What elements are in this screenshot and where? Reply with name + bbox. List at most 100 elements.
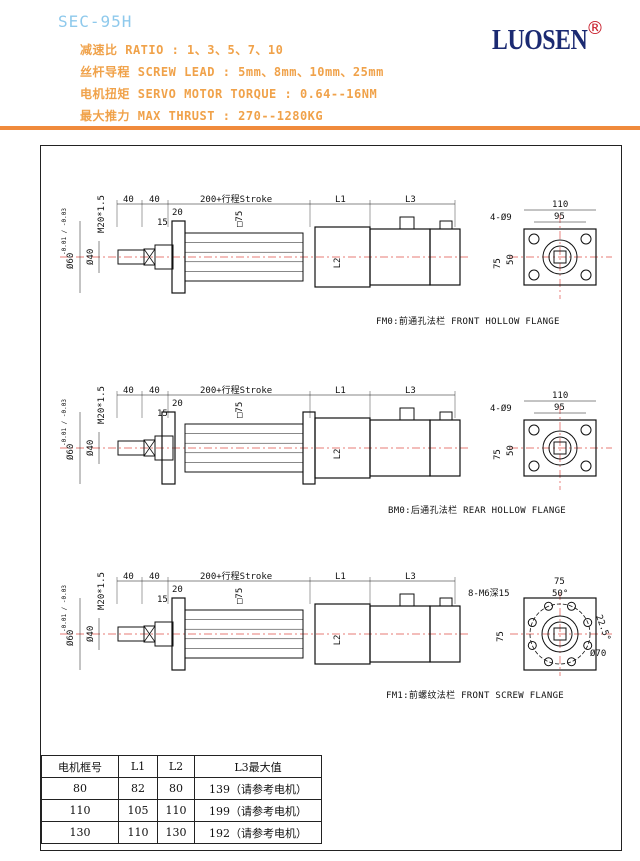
table-header: L1 bbox=[118, 755, 158, 778]
dim-phi40: Ø40 bbox=[85, 626, 96, 642]
dim-40a: 40 bbox=[123, 195, 134, 205]
spec-screw-lead: 丝杆导程 SCREW LEAD : 5mm、8mm、10mm、25mm bbox=[80, 65, 384, 79]
center-bore bbox=[547, 621, 573, 647]
rod-square bbox=[553, 250, 567, 264]
dim-l2: L2 bbox=[333, 635, 343, 646]
table-cell: 80 bbox=[157, 777, 195, 800]
table-cell: 130 bbox=[41, 821, 119, 844]
table-header: 电机框号 bbox=[41, 755, 119, 778]
motor-connector bbox=[399, 593, 415, 607]
center-bore bbox=[548, 436, 572, 460]
caption-fm1: FM1:前螺纹法栏 FRONT SCREW FLANGE bbox=[386, 691, 565, 701]
dim-15: 15 bbox=[157, 595, 168, 605]
nut-cross bbox=[143, 248, 156, 266]
dim-side-outer: 75 bbox=[493, 258, 503, 269]
threaded-hole bbox=[583, 640, 593, 650]
table-cell: 110 bbox=[157, 799, 195, 822]
table-cell: 130 bbox=[157, 821, 195, 844]
dim-holes: 4-Ø9 bbox=[490, 212, 512, 223]
cylinder-tube bbox=[184, 609, 304, 659]
dim-stroke: 200+行程Stroke bbox=[200, 570, 272, 582]
dim-phi40: Ø40 bbox=[85, 440, 96, 456]
rod-square bbox=[553, 441, 567, 455]
dim-15: 15 bbox=[157, 218, 168, 228]
mounting-hole bbox=[528, 269, 540, 281]
dim-stroke: 200+行程Stroke bbox=[200, 193, 272, 205]
dim-40a: 40 bbox=[123, 386, 134, 396]
threaded-hole bbox=[566, 601, 576, 611]
center-bore bbox=[541, 615, 579, 653]
table-cell: 199（请参考电机） bbox=[194, 799, 322, 822]
dim-l1: L1 bbox=[335, 386, 346, 396]
table-cell: 110 bbox=[118, 821, 158, 844]
center-bore bbox=[542, 430, 578, 466]
nut-cross bbox=[143, 625, 156, 643]
table-cell: 105 bbox=[118, 799, 158, 822]
dim-l2: L2 bbox=[333, 449, 343, 460]
motor-connector bbox=[399, 216, 415, 230]
mounting-hole bbox=[528, 233, 540, 245]
mounting-hole bbox=[580, 460, 592, 472]
bolt-circle bbox=[529, 603, 591, 665]
header-divider bbox=[0, 126, 640, 130]
threaded-hole bbox=[583, 618, 593, 628]
mounting-hole bbox=[528, 424, 540, 436]
mounting-hole bbox=[580, 269, 592, 281]
dim-angle: 50° bbox=[552, 589, 568, 599]
table-cell: 110 bbox=[41, 799, 119, 822]
table-row: 130 110 130 192（请参考电机） bbox=[41, 821, 322, 844]
spec-motor-torque: 电机扭矩 SERVO MOTOR TORQUE : 0.64--16NM bbox=[80, 87, 378, 101]
nut-cross bbox=[143, 439, 156, 457]
dim-l3: L3 bbox=[405, 195, 416, 205]
spec-max-thrust: 最大推力 MAX THRUST : 270--1280KG bbox=[80, 109, 324, 123]
dim-20: 20 bbox=[172, 208, 183, 218]
dim-l1: L1 bbox=[335, 572, 346, 582]
flange-outline bbox=[523, 228, 597, 286]
dim-phi60: Ø60 bbox=[65, 444, 76, 460]
caption-bm0: BM0:后通孔法栏 REAR HOLLOW FLANGE bbox=[388, 506, 567, 516]
dim-outer: 75 bbox=[554, 577, 565, 587]
encoder-connector bbox=[439, 220, 453, 230]
mounting-hole bbox=[580, 424, 592, 436]
table-header-row: 电机框号 L1 L2 L3最大值 bbox=[41, 755, 322, 778]
encoder-connector bbox=[439, 597, 453, 607]
dim-phi60: Ø60 bbox=[65, 253, 76, 269]
dim-20: 20 bbox=[172, 585, 183, 595]
threaded-hole bbox=[566, 657, 576, 667]
table-cell: 82 bbox=[118, 777, 158, 800]
dim-sq75: □75 bbox=[235, 588, 245, 604]
dim-side-inner: 50 bbox=[506, 254, 516, 265]
mounting-hole bbox=[528, 460, 540, 472]
threaded-hole bbox=[544, 601, 554, 611]
dim-tolerance: -0.01 / -0.03 bbox=[61, 585, 68, 632]
spec-ratio: 减速比 RATIO : 1、3、5、7、10 bbox=[80, 43, 284, 57]
dim-l1: L1 bbox=[335, 195, 346, 205]
dim-holes: 4-Ø9 bbox=[490, 403, 512, 414]
motor-connector bbox=[399, 407, 415, 421]
threaded-hole bbox=[544, 657, 554, 667]
threaded-hole bbox=[527, 640, 537, 650]
dim-l3: L3 bbox=[405, 572, 416, 582]
dim-sq75: □75 bbox=[235, 402, 245, 418]
dim-40b: 40 bbox=[149, 195, 160, 205]
drawing-frame bbox=[40, 145, 622, 851]
piston-rod bbox=[154, 435, 174, 461]
piston-rod bbox=[154, 621, 174, 647]
dim-m20: M20*1.5 bbox=[97, 572, 107, 610]
mounting-hole bbox=[580, 233, 592, 245]
table-cell: 80 bbox=[41, 777, 119, 800]
dim-phi70: Ø70 bbox=[590, 648, 606, 659]
model-code: SEC-95H bbox=[58, 12, 133, 31]
table-header: L3最大值 bbox=[194, 755, 322, 778]
registered-mark: ® bbox=[586, 18, 604, 39]
dim-m20: M20*1.5 bbox=[97, 386, 107, 424]
center-bore bbox=[548, 245, 572, 269]
cylinder-tube bbox=[184, 232, 304, 282]
dim-inner: 95 bbox=[554, 403, 565, 413]
motor-size-table: 电机框号 L1 L2 L3最大值 80 82 80 139（请参考电机） 110… bbox=[41, 755, 322, 844]
piston-rod bbox=[154, 244, 174, 270]
threaded-hole bbox=[527, 618, 537, 628]
